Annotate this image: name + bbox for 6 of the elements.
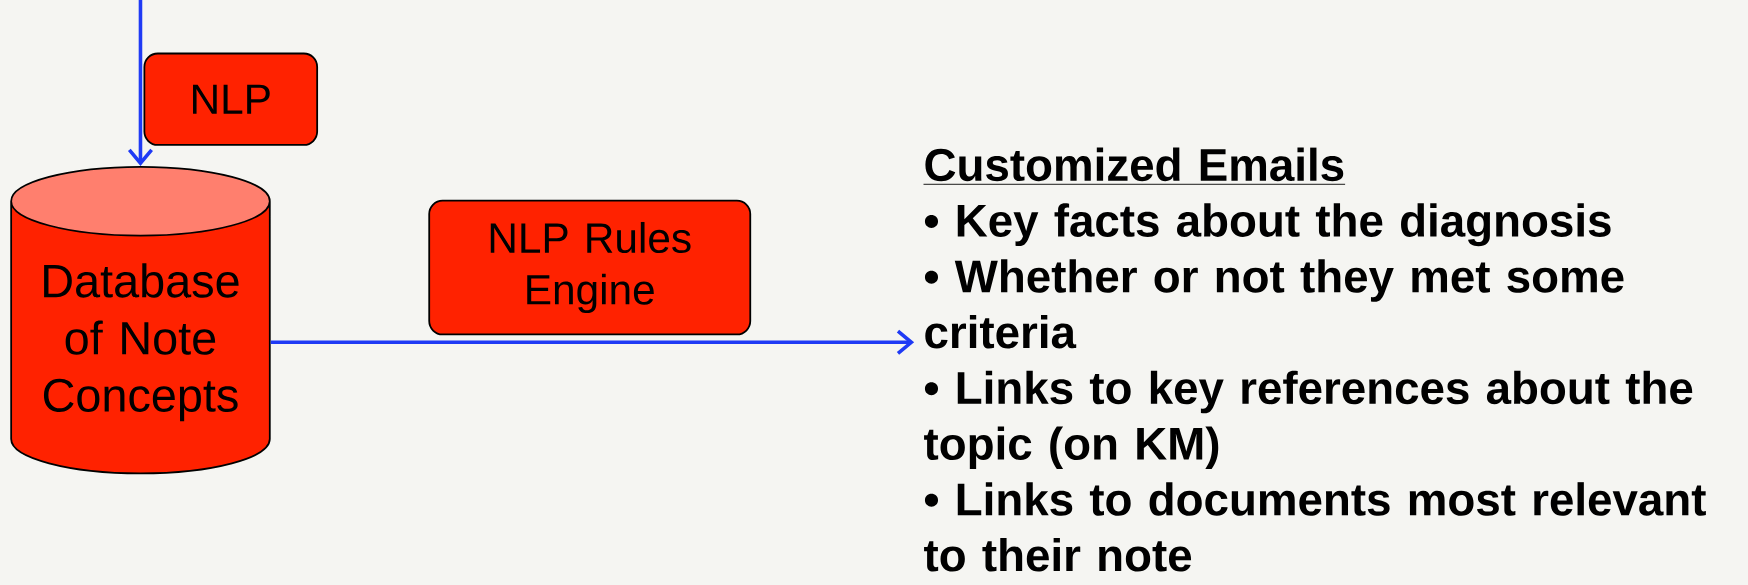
- arrow: [270, 329, 915, 355]
- database-cylinder: Database of Note Concepts: [10, 165, 271, 475]
- email-contents-list: Customized Emails • Key facts about the diagnosis • Whether or not they met some criteria • Links to key references about the topic (on KM) • Links to documents most relevant to their note: [923, 147, 1706, 572]
- process-box: NLP Rules Engine: [428, 199, 752, 336]
- process-box: NLP: [143, 52, 319, 146]
- arrow: [127, 0, 153, 166]
